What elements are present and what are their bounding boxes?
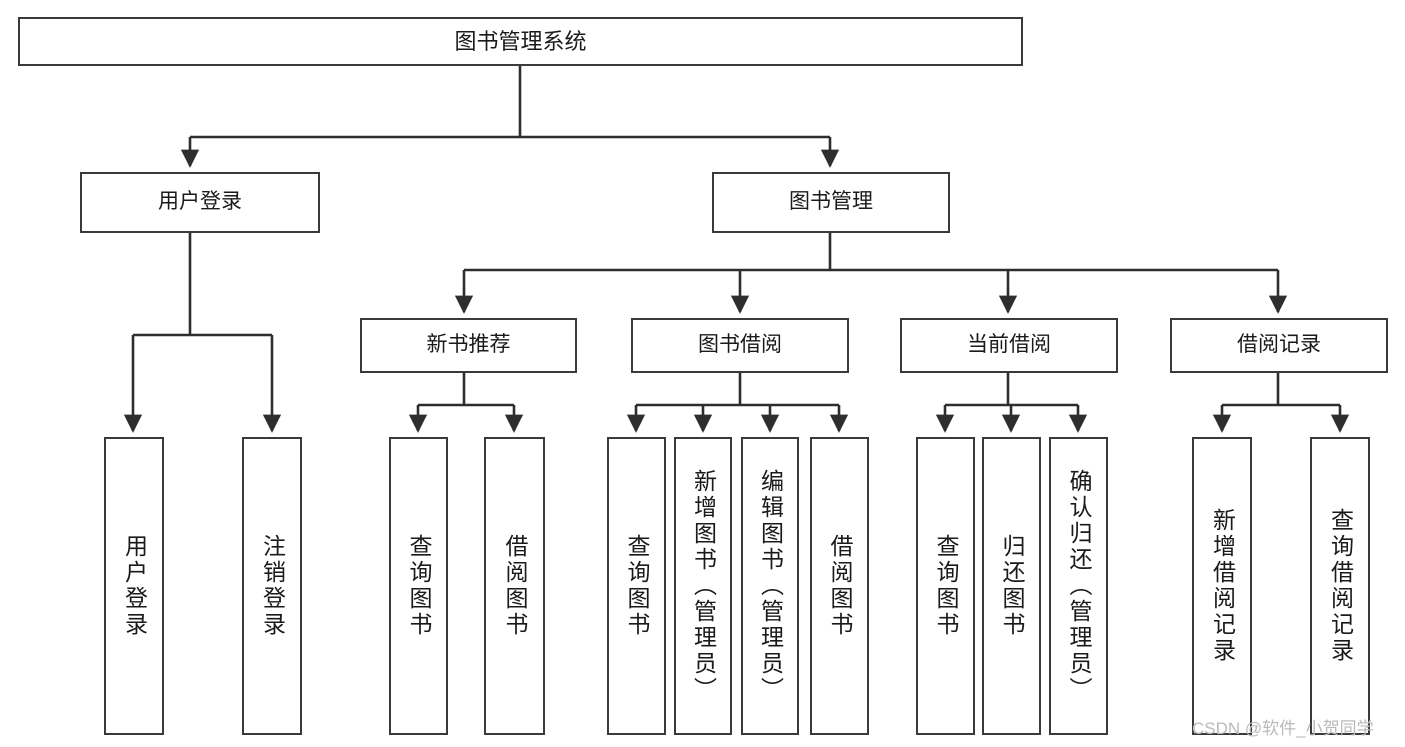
- node-leaf-query-record-label: 查询借阅记录: [1327, 508, 1354, 664]
- node-leaf-add-book-label: 新增图书（管理员）: [690, 469, 717, 703]
- node-leaf-edit-book-label: 编辑图书（管理员）: [757, 469, 784, 703]
- node-leaf-borrow-book[interactable]: 借阅图书: [810, 437, 869, 735]
- node-new-book-rec-label: 新书推荐: [426, 333, 511, 357]
- node-book-borrow-label: 图书借阅: [698, 333, 782, 357]
- node-leaf-borrow-book-rec[interactable]: 借阅图书: [484, 437, 545, 735]
- node-leaf-add-record-label: 新增借阅记录: [1209, 508, 1236, 664]
- node-leaf-query-book-current[interactable]: 查询图书: [916, 437, 975, 735]
- node-borrow-record[interactable]: 借阅记录: [1170, 318, 1388, 373]
- node-current-borrow-label: 当前借阅: [967, 333, 1051, 357]
- node-book-manage[interactable]: 图书管理: [712, 172, 950, 233]
- node-leaf-return-book-label: 归还图书: [999, 534, 1025, 638]
- node-user-login[interactable]: 用户登录: [80, 172, 320, 233]
- node-leaf-query-book-rec[interactable]: 查询图书: [389, 437, 448, 735]
- node-new-book-rec[interactable]: 新书推荐: [360, 318, 577, 373]
- node-leaf-query-book-borrow-label: 查询图书: [624, 534, 650, 638]
- node-leaf-user-login-label: 用户登录: [121, 534, 148, 638]
- node-leaf-add-record[interactable]: 新增借阅记录: [1192, 437, 1252, 735]
- node-leaf-return-book[interactable]: 归还图书: [982, 437, 1041, 735]
- node-book-manage-label: 图书管理: [789, 190, 873, 214]
- node-user-login-label: 用户登录: [158, 190, 242, 214]
- node-leaf-query-record[interactable]: 查询借阅记录: [1310, 437, 1370, 735]
- node-leaf-add-book[interactable]: 新增图书（管理员）: [674, 437, 732, 735]
- node-root-label: 图书管理系统: [454, 28, 587, 54]
- node-leaf-edit-book[interactable]: 编辑图书（管理员）: [741, 437, 799, 735]
- csdn-watermark: CSDN @软件_小贺同学: [1192, 719, 1374, 738]
- node-leaf-query-book-current-label: 查询图书: [933, 534, 959, 638]
- node-borrow-record-label: 借阅记录: [1237, 333, 1321, 357]
- node-leaf-query-book-borrow[interactable]: 查询图书: [607, 437, 666, 735]
- node-current-borrow[interactable]: 当前借阅: [900, 318, 1118, 373]
- node-root[interactable]: 图书管理系统: [18, 17, 1023, 66]
- node-leaf-logout-label: 注销登录: [259, 534, 286, 638]
- node-leaf-confirm-return[interactable]: 确认归还（管理员）: [1049, 437, 1108, 735]
- node-leaf-confirm-return-label: 确认归还（管理员）: [1066, 469, 1092, 703]
- node-book-borrow[interactable]: 图书借阅: [631, 318, 849, 373]
- node-leaf-user-login[interactable]: 用户登录: [104, 437, 164, 735]
- node-leaf-query-book-rec-label: 查询图书: [406, 534, 432, 638]
- node-leaf-logout[interactable]: 注销登录: [242, 437, 302, 735]
- node-leaf-borrow-book-rec-label: 借阅图书: [502, 534, 528, 638]
- node-leaf-borrow-book-label: 借阅图书: [827, 534, 853, 638]
